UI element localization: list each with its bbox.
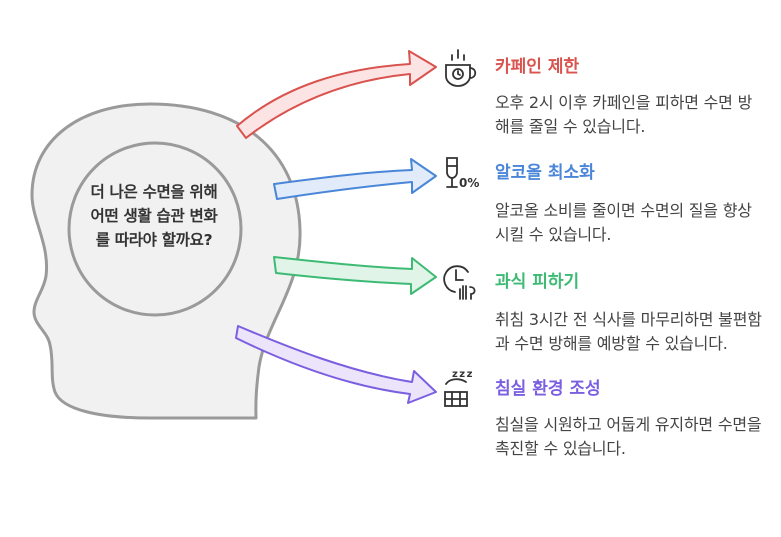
arrow-alcohol [273,158,437,200]
item-title-caffeine: 카페인 제한 [495,57,580,77]
arrow-caffeine [236,50,437,139]
item-title-bedroom: 침실 환경 조성 [495,379,601,399]
center-question: 더 나은 수면을 위해 어떤 생활 습관 변화를 따라야 할까요? [90,183,218,249]
item-title-alcohol: 알코올 최소화 [495,163,595,183]
sleeping-bed-icon [444,378,468,407]
clock-cutlery-icon [443,265,476,300]
item-desc-caffeine: 오후 2시 이후 카페인을 피하면 수면 방해를 줄일 수 있습니다. [495,93,753,136]
coffee-cup-icon [445,49,477,87]
item-title-overeating: 과식 피하기 [495,272,580,292]
wine-glass-zero-percent-icon [446,157,458,188]
zzz-text: z z z [452,369,472,380]
item-desc-bedroom: 침실을 시원하고 어둡게 유지하면 수면을 촉진할 수 있습니다. [495,415,762,458]
zero-percent-text: 0% [459,176,480,190]
arrow-overeating [273,256,437,295]
item-desc-alcohol: 알코올 소비를 줄이면 수면의 질을 향상시킬 수 있습니다. [495,201,752,244]
item-desc-overeating: 취침 3시간 전 식사를 마무리하면 불편함과 수면 방해를 예방할 수 있습니… [495,310,762,353]
thought-circle [67,141,243,317]
arrow-bedroom [235,325,437,404]
